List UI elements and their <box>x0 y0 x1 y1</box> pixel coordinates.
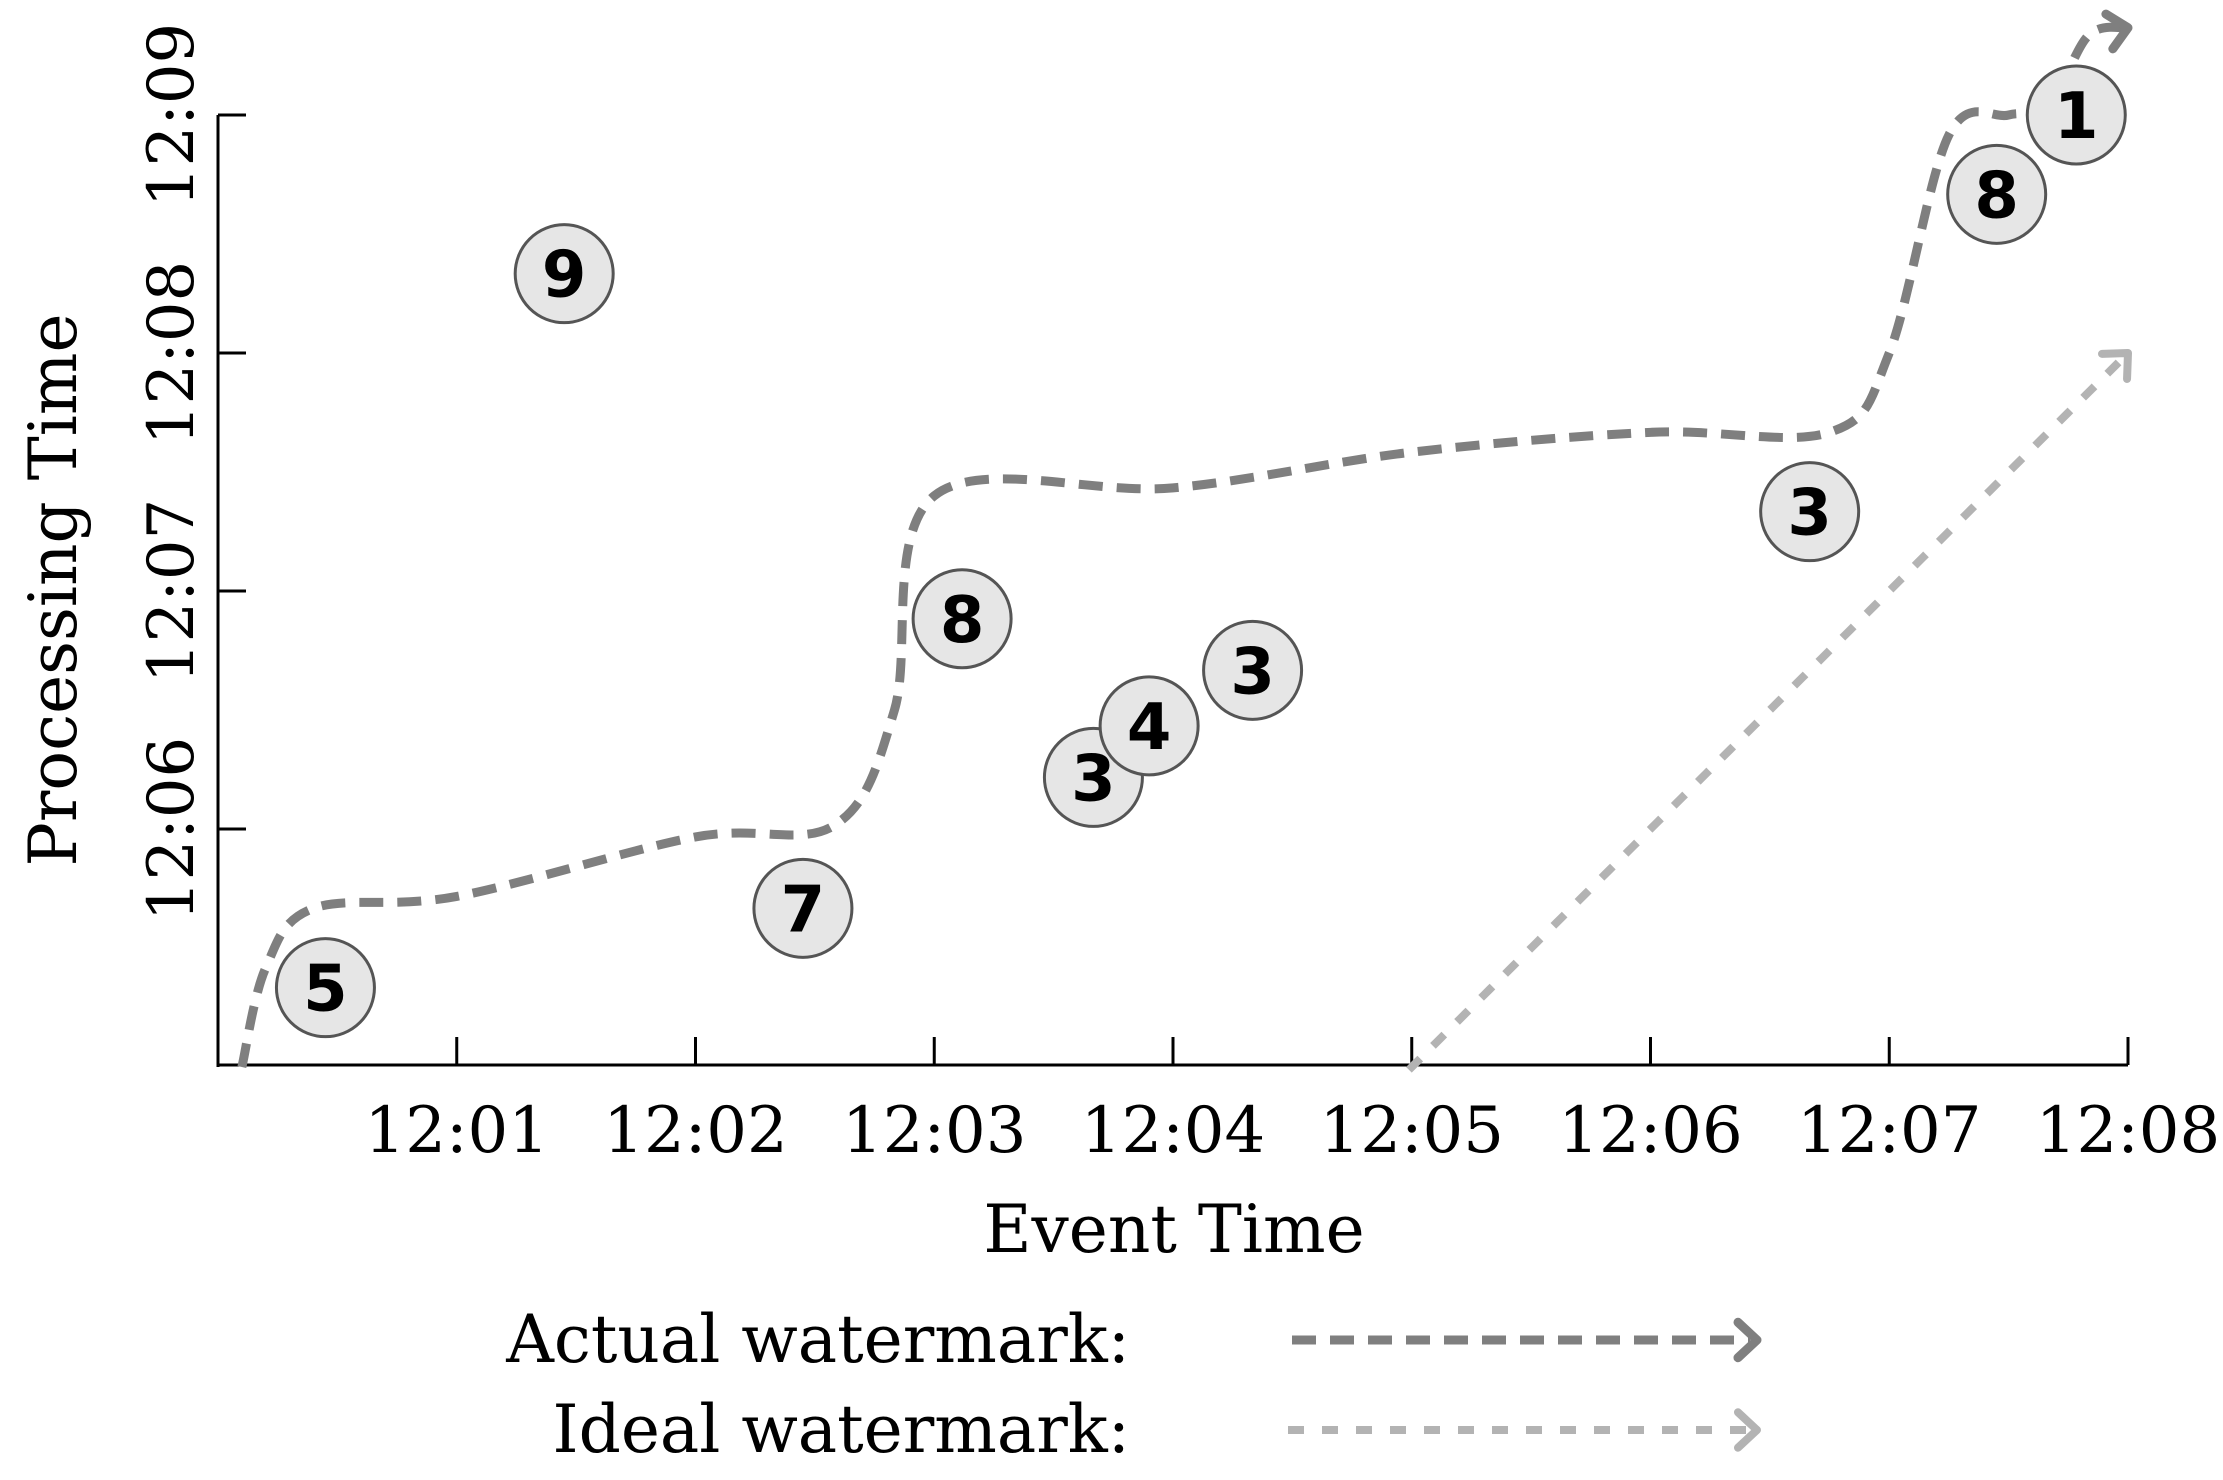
data-point-circle <box>911 568 1013 670</box>
data-point-label: 7 <box>781 873 826 947</box>
data-point: 4 <box>1098 675 1200 777</box>
data-point-circle <box>2025 64 2127 166</box>
data-point-circle <box>752 857 854 959</box>
watermark-arrowhead <box>2101 9 2133 54</box>
watermark-arrowhead <box>2098 349 2132 383</box>
y-tick-label: 12:09 <box>135 23 209 207</box>
x-tick-label: 12:08 <box>2036 1094 2220 1168</box>
series-layer <box>237 9 2134 1073</box>
data-point-label: 1 <box>2054 80 2099 154</box>
y-axis-label: Processing Time <box>15 313 92 866</box>
x-tick-label: 12:06 <box>1558 1094 1742 1168</box>
x-tick-label: 12:01 <box>365 1094 549 1168</box>
data-point-label: 5 <box>303 953 348 1027</box>
data-point-label: 8 <box>1974 159 2019 233</box>
data-point: 5 <box>274 937 376 1039</box>
legend: Actual watermark: Ideal watermark: <box>505 1301 1762 1468</box>
legend-label: Ideal watermark: <box>553 1391 1131 1468</box>
axes <box>216 115 2128 1067</box>
data-point-circle <box>1202 619 1304 721</box>
legend-label: Actual watermark: <box>505 1301 1130 1378</box>
data-point-circle <box>1759 461 1861 563</box>
data-point-label: 9 <box>542 239 587 313</box>
ideal-watermark-line <box>1406 347 2134 1073</box>
legend-arrowhead <box>1733 1317 1762 1363</box>
data-point: 7 <box>752 857 854 959</box>
x-ticks: 12:01 12:02 12:03 12:04 12:05 12:06 12:07 12:08 <box>365 1037 2220 1168</box>
data-point-circle <box>274 937 376 1039</box>
y-tick-label: 12:07 <box>135 499 209 683</box>
x-tick-label: 12:07 <box>1797 1094 1981 1168</box>
x-tick-label: 12:04 <box>1081 1094 1265 1168</box>
x-tick-label: 12:02 <box>603 1094 787 1168</box>
data-point-label: 8 <box>940 584 985 658</box>
data-point: 9 <box>513 223 615 325</box>
data-point-circle <box>1946 143 2048 245</box>
x-tick-label: 12:05 <box>1320 1094 1504 1168</box>
data-point-label: 3 <box>1787 477 1832 551</box>
data-point: 1 <box>2025 64 2127 166</box>
x-tick-label: 12:03 <box>842 1094 1026 1168</box>
legend-arrowhead <box>1733 1408 1761 1452</box>
data-point: 8 <box>1946 143 2048 245</box>
y-ticks: 12:06 12:07 12:08 12:09 <box>135 23 246 921</box>
y-tick-label: 12:08 <box>135 261 209 445</box>
data-point-circle <box>513 223 615 325</box>
data-point: 3 <box>1202 619 1304 721</box>
data-point-circle <box>1098 675 1200 777</box>
data-point-label: 4 <box>1127 691 1172 765</box>
data-point: 3 <box>1759 461 1861 563</box>
y-tick-label: 12:06 <box>135 737 209 921</box>
data-point-label: 3 <box>1230 635 1275 709</box>
x-axis-label: Event Time <box>983 1191 1364 1268</box>
data-point: 8 <box>911 568 1013 670</box>
